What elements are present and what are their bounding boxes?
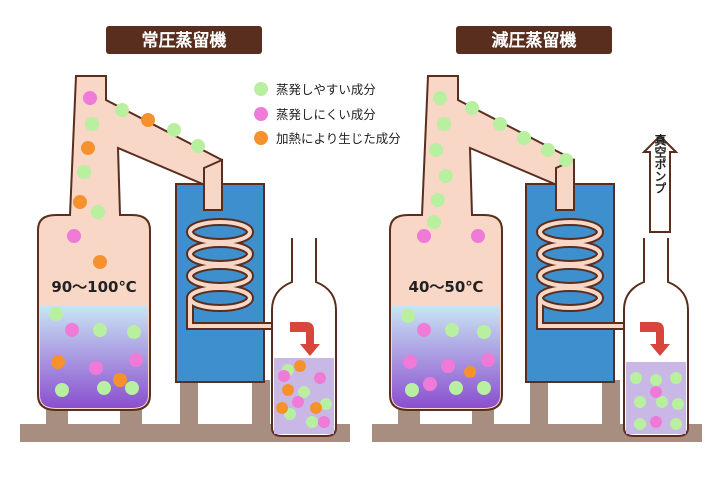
legend-swatch — [254, 131, 268, 145]
left-temperature: 90～100℃ — [51, 278, 136, 296]
left-drip-arrow — [290, 322, 320, 356]
left-down-pipe — [203, 158, 223, 211]
left-title: 常圧蒸留機 — [142, 30, 227, 51]
left-title-banner: 常圧蒸留機 — [106, 26, 262, 54]
right-temperature: 40～50℃ — [409, 278, 484, 296]
right-title-banner: 減圧蒸留機 — [456, 26, 612, 54]
right-distiller: 減圧蒸留機 — [372, 26, 702, 442]
right-title: 減圧蒸留機 — [492, 30, 577, 51]
legend-label: 蒸発しやすい成分 — [276, 82, 376, 97]
vacuum-pump-indicator: 真空ポンプ — [641, 133, 679, 233]
left-particles-heat — [51, 113, 322, 414]
legend-swatch — [254, 107, 268, 121]
right-coil-inner — [538, 220, 634, 328]
legend-swatch — [254, 82, 268, 96]
legend-item-volatile: 蒸発しやすい成分 — [254, 82, 376, 97]
right-particles-nonvolatile — [403, 229, 662, 428]
right-particles-volatile — [401, 91, 684, 430]
left-distiller: 常圧蒸留機 — [20, 26, 350, 442]
left-title-bg — [106, 26, 262, 54]
right-down-pipe — [555, 158, 575, 211]
legend-item-heat: 加熱により生じた成分 — [254, 131, 401, 146]
legend-item-nonvolatile: 蒸発しにくい成分 — [254, 107, 376, 122]
left-particles-nonvolatile — [65, 91, 330, 428]
left-particles-volatile — [49, 103, 332, 428]
left-coil-inner — [188, 220, 284, 328]
legend: 蒸発しやすい成分 蒸発しにくい成分 加熱により生じた成分 — [254, 82, 401, 146]
right-drip-arrow — [640, 322, 670, 356]
right-particles-heat — [464, 366, 476, 378]
right-title-bg — [456, 26, 612, 54]
vacuum-arrow-up-icon — [641, 134, 679, 233]
legend-label: 加熱により生じた成分 — [276, 131, 401, 146]
legend-label: 蒸発しにくい成分 — [276, 107, 376, 122]
vacuum-pump-label: 真空ポンプ — [653, 133, 667, 194]
